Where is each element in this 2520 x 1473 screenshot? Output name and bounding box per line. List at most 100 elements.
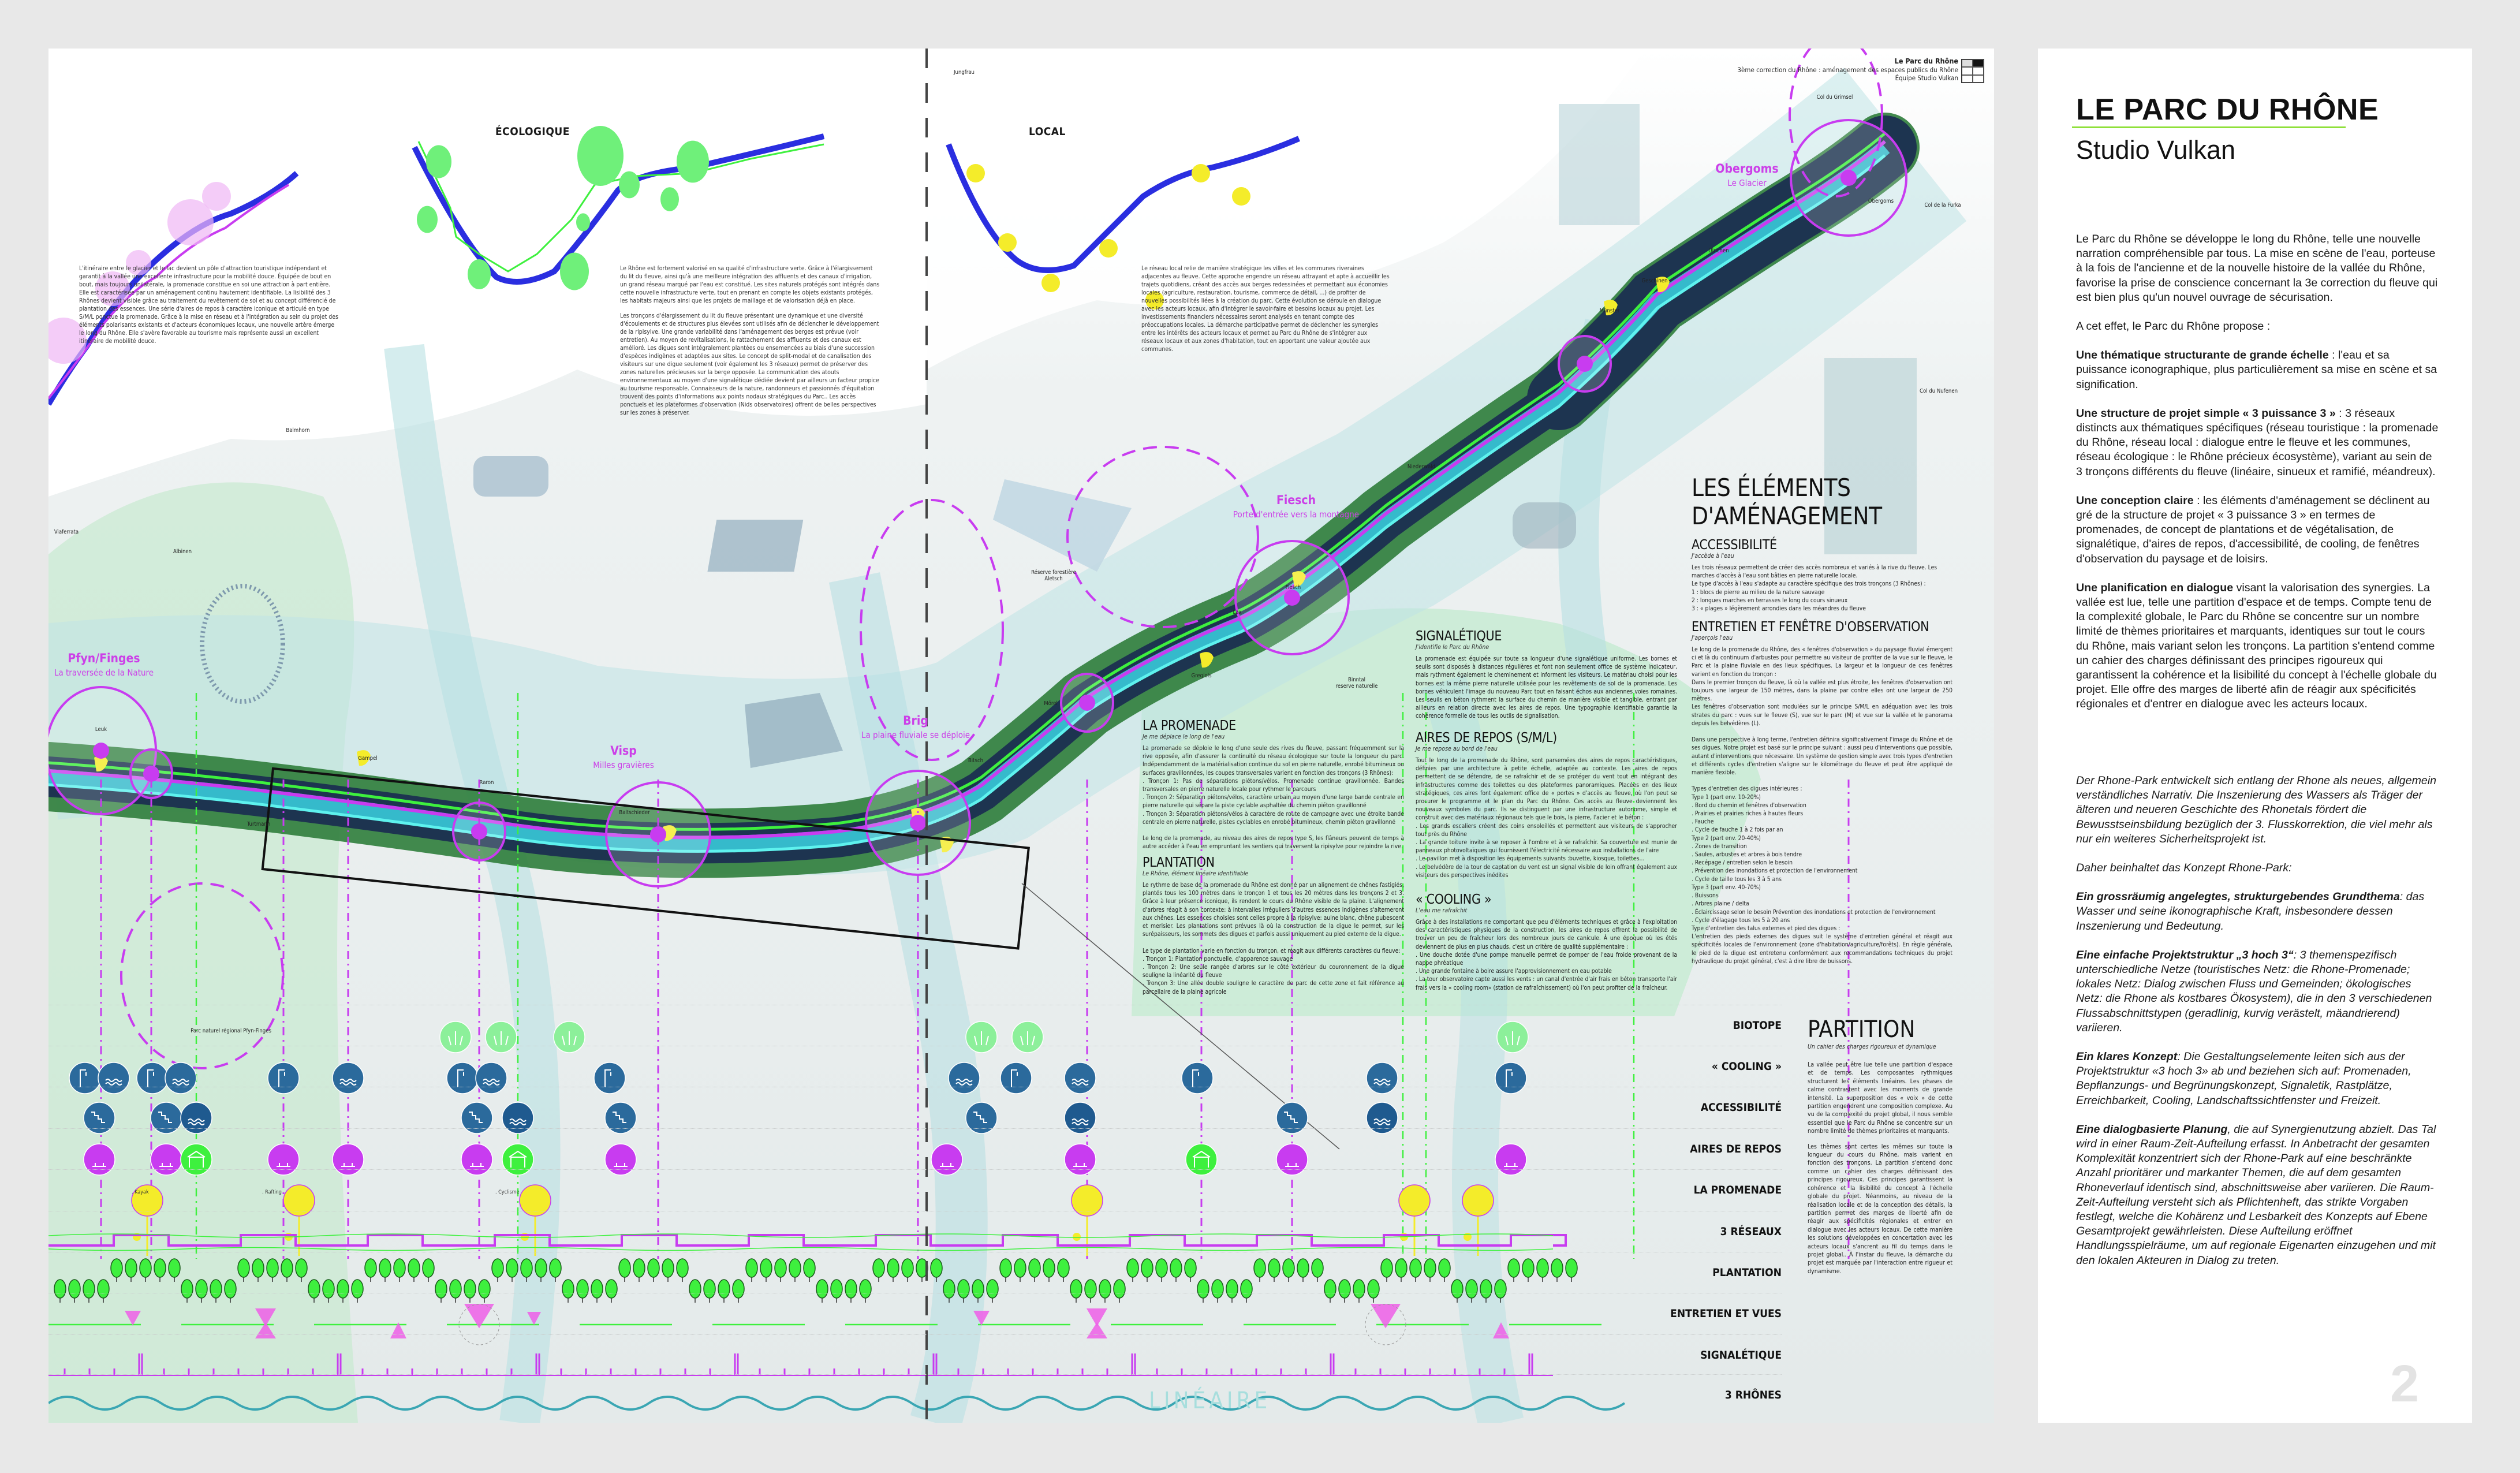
local-commune-node xyxy=(1232,187,1250,206)
partition-row-divider xyxy=(48,1334,1782,1335)
tree-icon xyxy=(422,1258,435,1278)
panel-paragraph: Eine dialogbasierte Planung, die auf Syn… xyxy=(2076,1123,2439,1268)
cooling-icon-glyph xyxy=(604,1069,611,1087)
cooling-icon xyxy=(165,1062,197,1094)
place-label: Col du Nufenen xyxy=(1919,388,1958,394)
leisure-activity-icon xyxy=(131,1184,163,1217)
place-label: Gregiols xyxy=(1191,673,1212,679)
biotope-icon-glyph xyxy=(1505,1031,1520,1046)
paragraph-text: : das Wasser und seine ikonographische K… xyxy=(2076,890,2425,933)
paragraph-lead: Une planification en dialogue xyxy=(2076,581,2234,594)
tree-icon xyxy=(689,1279,701,1299)
tree-icon xyxy=(1480,1279,1492,1299)
partition-row-label: 3 RHÔNES xyxy=(1724,1389,1782,1401)
biotope-icon-glyph xyxy=(974,1031,989,1046)
node-point xyxy=(143,766,159,782)
cooling-icon-glyph xyxy=(339,1079,357,1086)
accessibility-icon xyxy=(502,1102,534,1134)
tree-icon xyxy=(986,1279,999,1299)
tree-icon xyxy=(195,1279,208,1299)
tree-icon xyxy=(1297,1258,1309,1278)
page-number: 2 xyxy=(2390,1355,2420,1413)
leisure-activity-icon xyxy=(1398,1184,1431,1217)
tree-icon xyxy=(703,1279,716,1299)
tree-icon xyxy=(1282,1258,1295,1278)
tree-icon xyxy=(1451,1279,1464,1299)
tree-icon xyxy=(999,1258,1012,1278)
tree-icon xyxy=(605,1279,618,1299)
title-underline xyxy=(2072,126,2346,128)
rest-area-icon-glyph xyxy=(187,1150,206,1168)
partition-title: PARTITION xyxy=(1808,1016,1916,1043)
tree-icon xyxy=(1465,1279,1478,1299)
leisure-activity-icon xyxy=(283,1184,315,1217)
touristic-poi-halo xyxy=(48,318,87,364)
tree-icon xyxy=(1395,1258,1408,1278)
panel-paragraph: Ein grossräumig angelegtes, strukturgebe… xyxy=(2076,890,2439,934)
cooling-icon xyxy=(267,1062,300,1094)
tree-icon xyxy=(943,1279,955,1299)
tree-icon xyxy=(1028,1258,1041,1278)
rest-area-icon xyxy=(332,1143,364,1176)
view-window-triangle xyxy=(973,1311,990,1326)
tree-icon xyxy=(210,1279,222,1299)
ecological-network-wave xyxy=(48,1247,1554,1251)
tree-icon xyxy=(718,1279,730,1299)
biotope-icon-glyph xyxy=(562,1031,577,1046)
tree-icon xyxy=(972,1279,984,1299)
ecological-habitat-patch xyxy=(577,126,624,186)
tree-icon xyxy=(1253,1258,1266,1278)
partition-row-divider xyxy=(48,1128,1782,1129)
accessibility-icon xyxy=(180,1102,212,1134)
tree-icon xyxy=(252,1258,264,1278)
cooling-icon-glyph xyxy=(105,1079,122,1086)
cooling-icon xyxy=(1000,1062,1032,1094)
tree-icon xyxy=(83,1279,95,1299)
three-networks-square-wave xyxy=(48,1234,1567,1247)
tree-icon xyxy=(237,1258,250,1278)
partition-row-label: SIGNALÉTIQUE xyxy=(1700,1349,1782,1362)
place-label: Parc naturel régional Pfyn-Finges xyxy=(191,1028,271,1034)
tree-icon xyxy=(1184,1258,1197,1278)
paragraph-lead: Ein grossräumig angelegtes, strukturgebe… xyxy=(2076,890,2400,904)
partition-row-label: AIRES DE REPOS xyxy=(1690,1143,1782,1155)
cooling-icon-glyph xyxy=(457,1069,464,1087)
cyan-network-line xyxy=(48,154,1886,853)
tree-icon xyxy=(1565,1258,1578,1278)
tree-icon xyxy=(1380,1258,1393,1278)
cooling-icon-glyph xyxy=(172,1079,189,1086)
tree-icon xyxy=(1367,1279,1380,1299)
tree-icon xyxy=(449,1279,462,1299)
place-label: Geschinen xyxy=(1641,278,1668,284)
cooling-icon-glyph xyxy=(955,1079,973,1086)
tree-icon xyxy=(478,1279,491,1299)
panel-paragraph: Une planification en dialogue visant la … xyxy=(2076,581,2439,712)
rest-area-icon xyxy=(1064,1143,1096,1176)
tributary-valley xyxy=(384,344,561,1423)
local-commune-node xyxy=(1145,291,1164,309)
tree-icon xyxy=(520,1258,533,1278)
partition-subtitle: Un cahier des charges rigoureux et dynam… xyxy=(1808,1043,1936,1050)
ecological-habitat-patch xyxy=(576,213,590,232)
paragraph-text: : Die Gestaltungselemente leiten sich au… xyxy=(2076,1050,2411,1107)
partition-row-label: PLANTATION xyxy=(1712,1266,1782,1279)
green-zone-binntal xyxy=(1132,608,1761,1016)
tree-icon xyxy=(591,1279,603,1299)
tree-icon xyxy=(1014,1258,1026,1278)
tree-icon xyxy=(576,1279,589,1299)
rhone-water xyxy=(48,141,1890,851)
tree-icon xyxy=(1409,1258,1422,1278)
tree-icon xyxy=(393,1258,406,1278)
local-access-marker xyxy=(663,825,677,841)
tree-icon xyxy=(1043,1258,1055,1278)
node-point xyxy=(1079,695,1095,711)
tributary-valley xyxy=(828,572,988,1423)
place-label: Münster xyxy=(1599,308,1620,314)
cooling-icon-glyph xyxy=(1506,1069,1513,1087)
paragraph-text: : l'eau et sa puissance iconographique, … xyxy=(2076,349,2437,391)
place-label: Leuk xyxy=(95,726,107,733)
fort-illustration xyxy=(473,456,548,497)
